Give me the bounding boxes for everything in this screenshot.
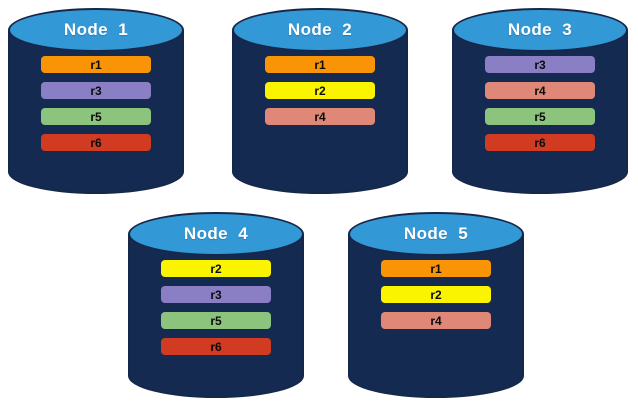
- replica-list: r2 r3 r5 r6: [128, 260, 304, 364]
- database-node-4[interactable]: Node 4 r2 r3 r5 r6: [128, 212, 304, 398]
- replica-bar-r6[interactable]: r6: [41, 134, 151, 151]
- cylinder-body: [348, 234, 524, 376]
- replica-bar-r5[interactable]: r5: [41, 108, 151, 125]
- replica-bar-r2[interactable]: r2: [161, 260, 271, 277]
- node-title: Node 4: [183, 224, 249, 243]
- replica-list: r1 r2 r4: [348, 260, 524, 338]
- node-title: Node 3: [507, 20, 573, 39]
- replica-bar-r1[interactable]: r1: [381, 260, 491, 277]
- cylinder-top-disc: Node 4: [128, 212, 304, 256]
- node-title: Node 1: [63, 20, 129, 39]
- replica-bar-r4[interactable]: r4: [485, 82, 595, 99]
- database-node-1[interactable]: Node 1 r1 r3 r5 r6: [8, 8, 184, 194]
- replica-list: r1 r2 r4: [232, 56, 408, 134]
- replica-bar-r5[interactable]: r5: [161, 312, 271, 329]
- replica-bar-r4[interactable]: r4: [265, 108, 375, 125]
- replica-bar-r2[interactable]: r2: [381, 286, 491, 303]
- node-title: Node 5: [403, 224, 469, 243]
- replica-bar-r3[interactable]: r3: [485, 56, 595, 73]
- replica-bar-r3[interactable]: r3: [41, 82, 151, 99]
- replica-bar-r1[interactable]: r1: [41, 56, 151, 73]
- cylinder-top-disc: Node 1: [8, 8, 184, 52]
- cylinder-top-disc: Node 3: [452, 8, 628, 52]
- replica-bar-r2[interactable]: r2: [265, 82, 375, 99]
- replica-bar-r3[interactable]: r3: [161, 286, 271, 303]
- replica-bar-r4[interactable]: r4: [381, 312, 491, 329]
- cylinder-top-disc: Node 5: [348, 212, 524, 256]
- replica-bar-r1[interactable]: r1: [265, 56, 375, 73]
- database-node-3[interactable]: Node 3 r3 r4 r5 r6: [452, 8, 628, 194]
- replica-bar-r6[interactable]: r6: [485, 134, 595, 151]
- replica-bar-r6[interactable]: r6: [161, 338, 271, 355]
- database-node-2[interactable]: Node 2 r1 r2 r4: [232, 8, 408, 194]
- database-node-5[interactable]: Node 5 r1 r2 r4: [348, 212, 524, 398]
- cylinder-body: [232, 30, 408, 172]
- replica-list: r3 r4 r5 r6: [452, 56, 628, 160]
- replica-bar-r5[interactable]: r5: [485, 108, 595, 125]
- replica-list: r1 r3 r5 r6: [8, 56, 184, 160]
- cylinder-top-disc: Node 2: [232, 8, 408, 52]
- node-title: Node 2: [287, 20, 353, 39]
